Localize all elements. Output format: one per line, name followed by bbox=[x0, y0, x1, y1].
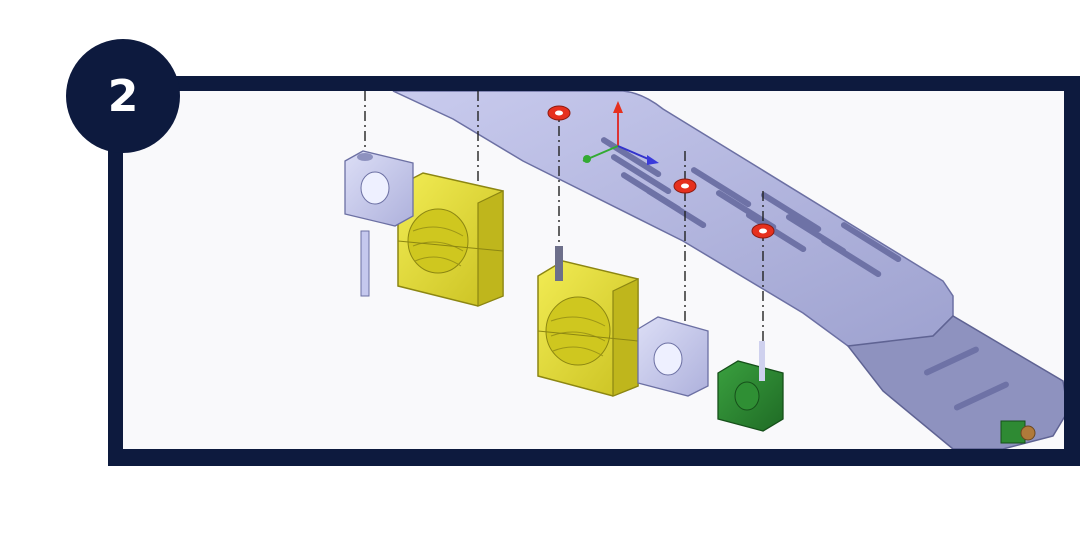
mounting-plate[interactable] bbox=[392, 91, 1064, 449]
green-clamp-small[interactable] bbox=[717, 341, 784, 432]
cad-viewport[interactable] bbox=[123, 91, 1064, 449]
yellow-clamp-large-2[interactable] bbox=[537, 246, 639, 397]
step-frame bbox=[108, 76, 1080, 466]
exploded-assembly-drawing bbox=[344, 91, 1064, 449]
end-bracket bbox=[1000, 420, 1036, 444]
lavender-clamp-small-2[interactable] bbox=[637, 316, 709, 397]
lavender-clamp-small-1[interactable] bbox=[344, 150, 414, 297]
axis-triad-icon bbox=[582, 101, 659, 165]
yellow-clamp-large-1[interactable] bbox=[397, 172, 504, 307]
step-number-badge: 2 bbox=[66, 39, 180, 153]
